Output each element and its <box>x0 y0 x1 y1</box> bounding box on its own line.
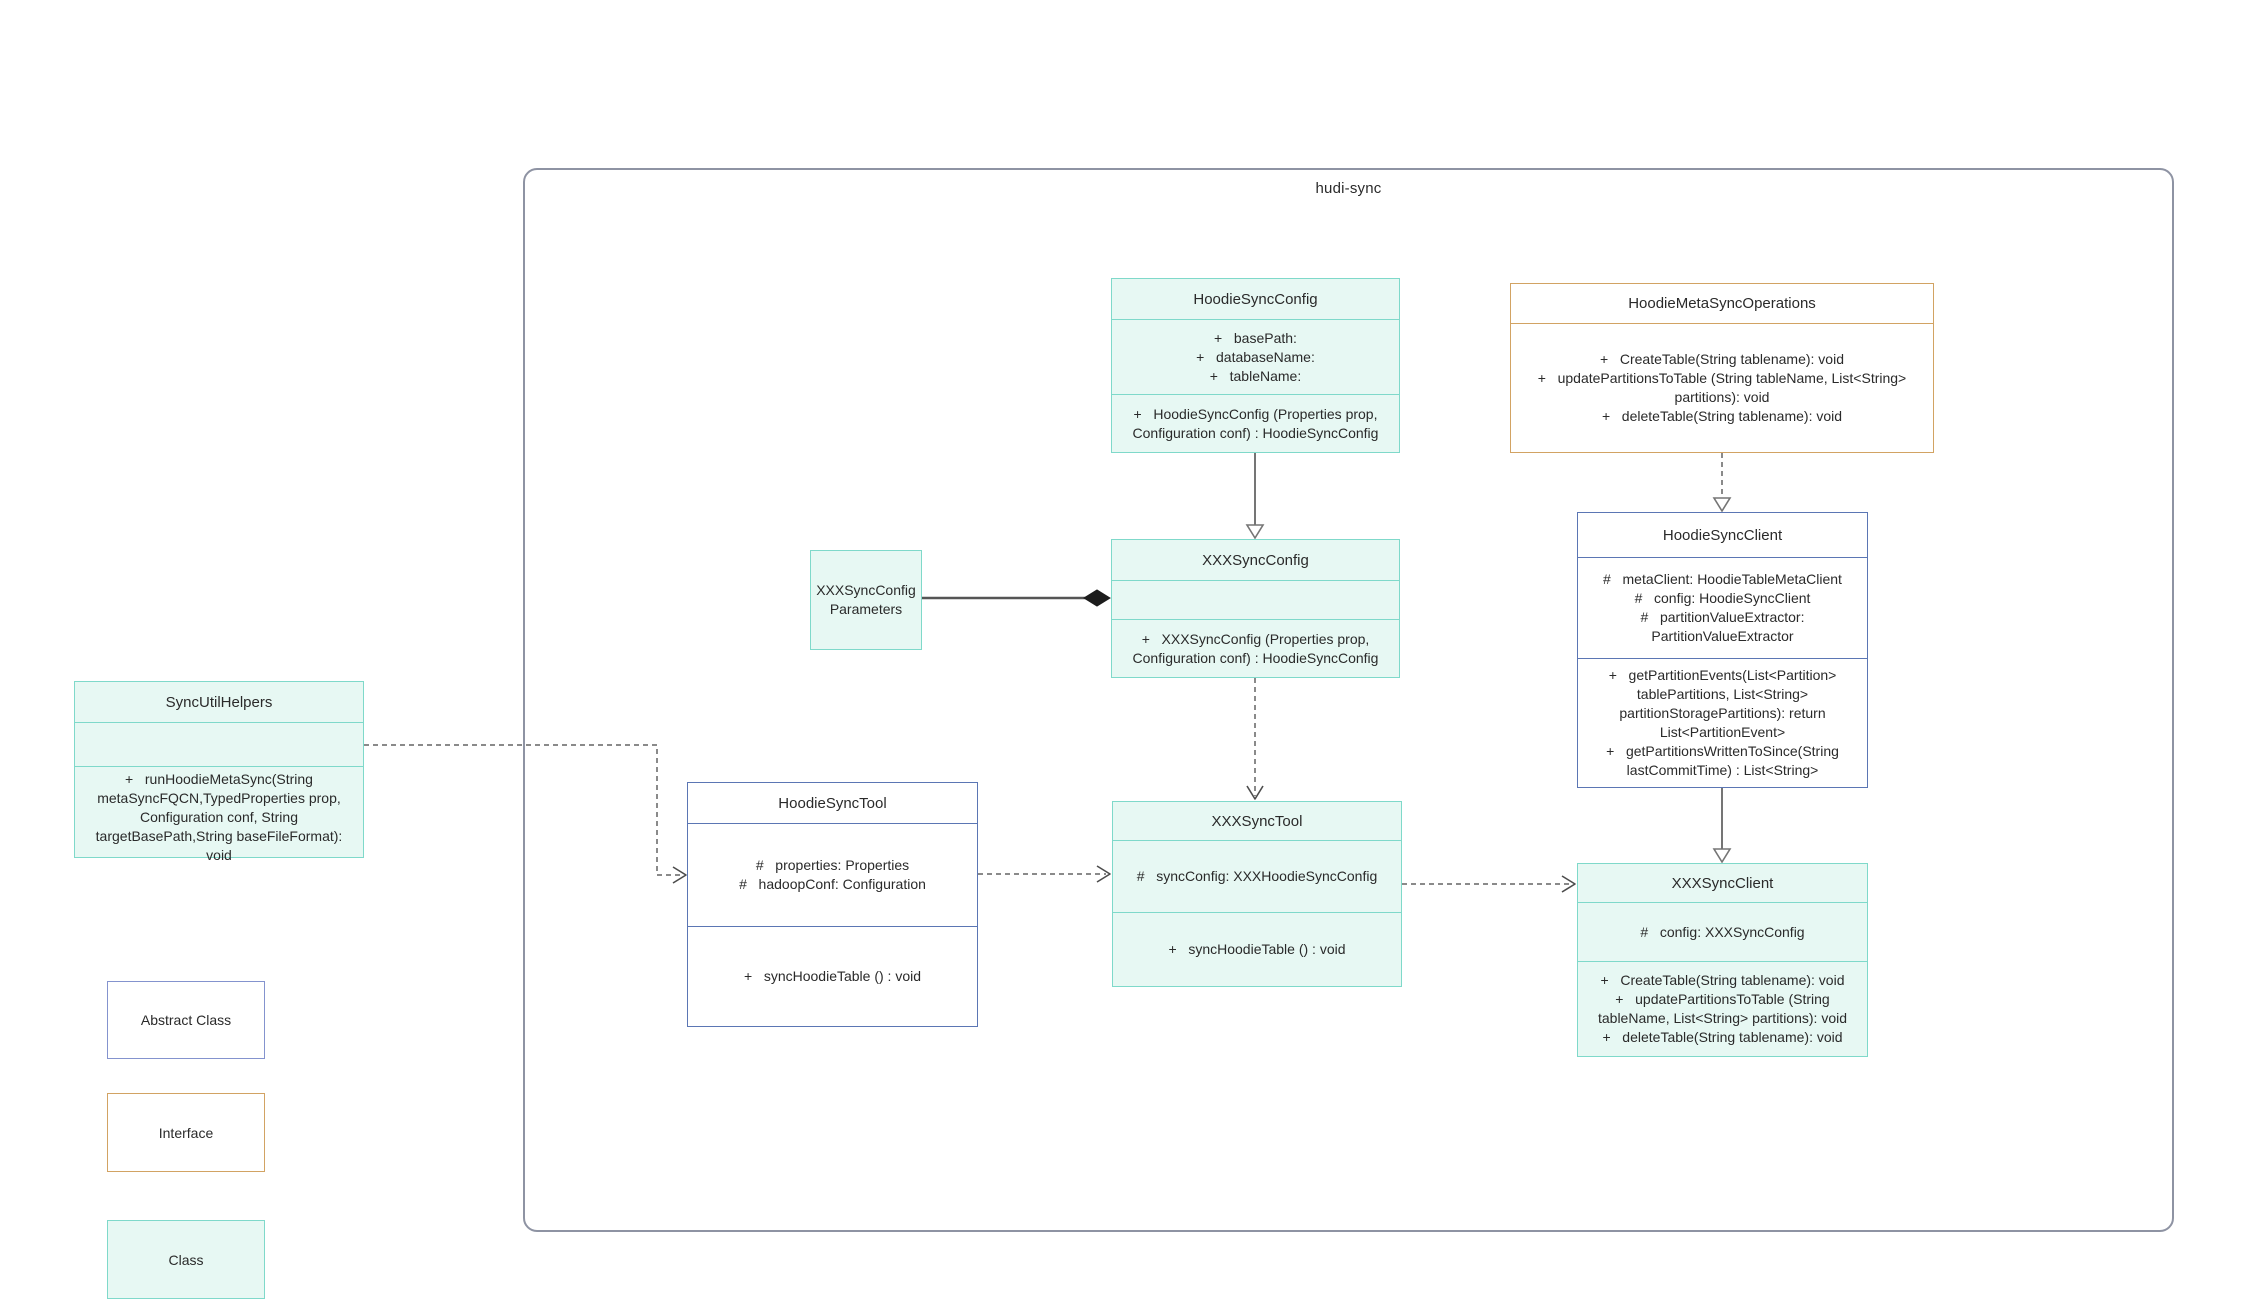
method: + CreateTable(String tablename): void <box>1600 972 1845 988</box>
class-title: XXXSyncConfigParameters <box>816 582 916 617</box>
method: + XXXSyncConfig (Properties prop, Config… <box>1132 630 1379 666</box>
attribute: # config: XXXSyncConfig <box>1640 923 1805 940</box>
class-attributes <box>75 723 363 767</box>
attribute: + basePath: <box>1214 329 1297 346</box>
class-methods: + XXXSyncConfig (Properties prop, Config… <box>1112 620 1399 677</box>
attribute: + databaseName: <box>1196 348 1315 365</box>
method: + runHoodieMetaSync(String metaSyncFQCN,… <box>95 771 343 863</box>
legend-label: Abstract Class <box>140 1012 232 1028</box>
class-xxx-sync-client: XXXSyncClient # config: XXXSyncConfig + … <box>1577 863 1868 1057</box>
class-methods: + CreateTable(String tablename): void + … <box>1578 962 1867 1056</box>
class-methods: + syncHoodieTable () : void <box>1113 913 1401 986</box>
abstract-class-hoodie-sync-tool: HoodieSyncTool # properties: Properties … <box>687 782 978 1027</box>
class-xxx-sync-config: XXXSyncConfig + XXXSyncConfig (Propertie… <box>1111 539 1400 678</box>
class-attributes: # config: XXXSyncConfig <box>1578 903 1867 962</box>
method: + HoodieSyncConfig (Properties prop, Con… <box>1132 405 1379 441</box>
method: + getPartitionEvents(List<Partition> tab… <box>1608 667 1837 740</box>
method: + deleteTable(String tablename): void <box>1601 408 1843 424</box>
class-methods: + runHoodieMetaSync(String metaSyncFQCN,… <box>75 767 363 868</box>
method: + updatePartitionsToTable (String tableN… <box>1537 370 1907 405</box>
class-methods: + getPartitionEvents(List<Partition> tab… <box>1578 659 1867 787</box>
class-attributes: + basePath: + databaseName: + tableName: <box>1112 320 1399 395</box>
class-xxx-sync-config-parameters: XXXSyncConfigParameters <box>810 550 922 650</box>
class-title: HoodieSyncClient <box>1578 513 1867 558</box>
class-sync-util-helpers: SyncUtilHelpers + runHoodieMetaSync(Stri… <box>74 681 364 863</box>
legend-abstract-class: Abstract Class <box>107 981 265 1059</box>
class-attributes: # properties: Properties # hadoopConf: C… <box>688 824 977 927</box>
class-title: XXXSyncClient <box>1578 864 1867 903</box>
legend-interface: Interface <box>107 1093 265 1172</box>
class-title: XXXSyncConfig <box>1112 540 1399 581</box>
class-attributes: # metaClient: HoodieTableMetaClient # co… <box>1578 558 1867 659</box>
class-title: HoodieMetaSyncOperations <box>1511 284 1933 324</box>
method: + syncHoodieTable () : void <box>743 968 922 984</box>
package-label: hudi-sync <box>1315 180 1382 197</box>
class-methods: + CreateTable(String tablename): void + … <box>1511 324 1933 452</box>
class-methods: + HoodieSyncConfig (Properties prop, Con… <box>1112 395 1399 452</box>
legend-label: Interface <box>158 1124 214 1141</box>
legend-class: Class <box>107 1220 265 1299</box>
method: + updatePartitionsToTable (String tableN… <box>1597 991 1847 1026</box>
attribute: # syncConfig: XXXHoodieSyncConfig <box>1136 868 1378 884</box>
class-attributes: # syncConfig: XXXHoodieSyncConfig <box>1113 841 1401 913</box>
attribute: # config: HoodieSyncClient <box>1634 590 1811 606</box>
attribute: # partitionValueExtractor: PartitionValu… <box>1640 609 1805 644</box>
class-title: HoodieSyncTool <box>688 783 977 824</box>
class-title: HoodieSyncConfig <box>1112 279 1399 320</box>
package-hudi-sync: hudi-sync <box>523 168 2174 1232</box>
class-xxx-sync-tool: XXXSyncTool # syncConfig: XXXHoodieSyncC… <box>1112 801 1402 987</box>
attribute: # metaClient: HoodieTableMetaClient <box>1603 571 1842 587</box>
method: + syncHoodieTable () : void <box>1168 941 1346 957</box>
class-hoodie-sync-config: HoodieSyncConfig + basePath: + databaseN… <box>1111 278 1400 453</box>
legend-label: Class <box>168 1251 204 1268</box>
attribute: # properties: Properties <box>755 857 910 873</box>
class-attributes <box>1112 581 1399 620</box>
class-title: SyncUtilHelpers <box>75 682 363 723</box>
class-methods: + syncHoodieTable () : void <box>688 927 977 1026</box>
attribute: # hadoopConf: Configuration <box>739 876 926 892</box>
method: + deleteTable(String tablename): void <box>1602 1029 1843 1045</box>
method: + getPartitionsWrittenToSince(String las… <box>1606 743 1839 778</box>
attribute: + tableName: <box>1209 367 1302 384</box>
interface-hoodie-meta-sync-operations: HoodieMetaSyncOperations + CreateTable(S… <box>1510 283 1934 453</box>
class-title: XXXSyncTool <box>1113 802 1401 841</box>
method: + CreateTable(String tablename): void <box>1600 351 1844 367</box>
abstract-class-hoodie-sync-client: HoodieSyncClient # metaClient: HoodieTab… <box>1577 512 1868 788</box>
